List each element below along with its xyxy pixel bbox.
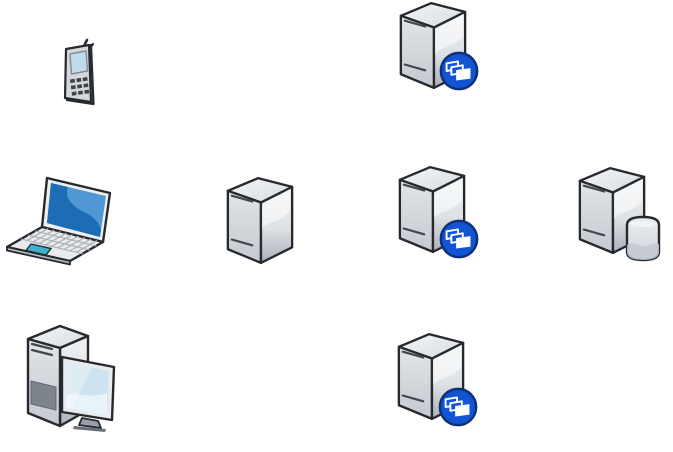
- server-icon: [223, 176, 297, 266]
- database-cylinder-icon: [624, 215, 662, 262]
- application-windows-badge-icon: [438, 218, 480, 260]
- desktop-workstation-icon: [22, 324, 122, 432]
- node-laptop-client[interactable]: [6, 174, 120, 266]
- node-desktop-workstation-client[interactable]: [22, 324, 122, 432]
- node-application-server-top[interactable]: [396, 1, 481, 92]
- node-mobile-phone-client[interactable]: [60, 38, 98, 108]
- node-database-server[interactable]: [575, 166, 662, 262]
- laptop-icon: [6, 174, 120, 266]
- mobile-phone-icon: [60, 38, 98, 108]
- node-application-server-middle[interactable]: [395, 165, 480, 260]
- application-windows-badge-icon: [438, 50, 480, 92]
- node-server-center[interactable]: [223, 176, 297, 266]
- node-application-server-bottom[interactable]: [394, 332, 479, 428]
- application-windows-badge-icon: [437, 386, 479, 428]
